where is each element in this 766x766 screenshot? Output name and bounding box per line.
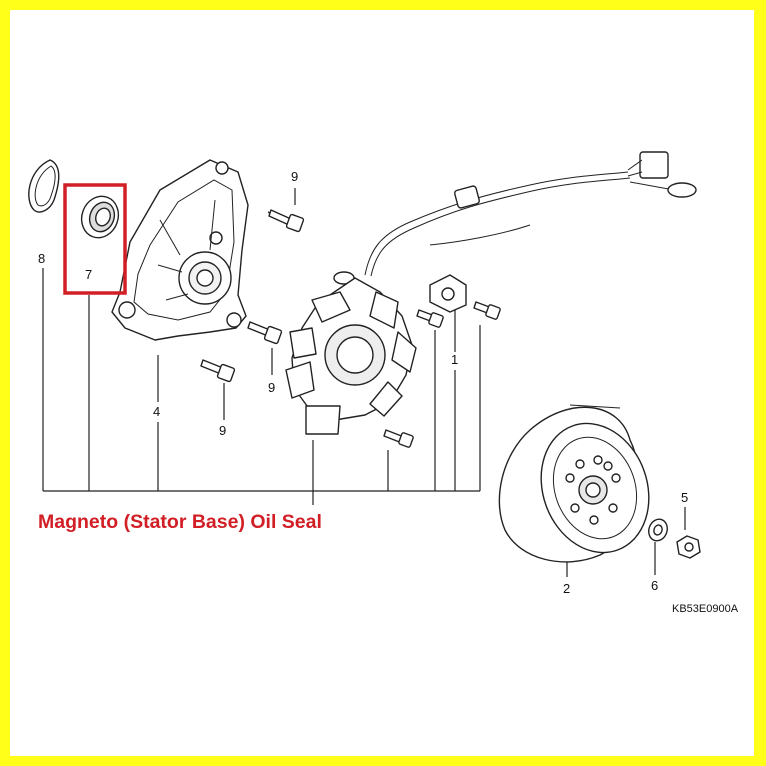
caption-oil-seal: Magneto (Stator Base) Oil Seal [38,511,322,533]
callout-9-top: 9 [291,169,298,184]
screw-right-a [416,309,444,328]
bolt-mid [247,321,283,345]
callout-2: 2 [563,581,570,596]
callout-4: 4 [153,404,160,419]
washer-part-6 [648,518,668,542]
oil-seal-part-7 [80,195,120,239]
callout-8: 8 [38,251,45,266]
nut-part-5 [676,535,701,559]
callout-5: 5 [681,490,688,505]
diagram-code: KB53E0900A [672,603,739,615]
callout-6: 6 [651,578,658,593]
diagram-frame: 8 7 4 9 9 9 1 2 6 5 KB53E0900A Magneto (… [10,10,754,756]
bolt-low [200,359,236,383]
screw-lower [383,429,414,448]
seal-highlight-box [63,183,127,295]
bolts [200,209,501,448]
o-ring-part-8 [28,159,60,213]
stator-base-part-4 [111,159,249,341]
leader-lines [42,188,686,577]
exploded-parts-diagram: 8 7 4 9 9 9 1 2 6 5 KB53E0900A [28,151,739,615]
callout-7: 7 [85,267,92,282]
callout-1: 1 [451,352,458,367]
screw-right-b [473,301,501,320]
bolt-top [267,209,305,233]
callout-numbers: 8 7 4 9 9 9 1 2 6 5 KB53E0900A [38,169,739,615]
callout-9-low: 9 [219,423,226,438]
stator-part-1 [285,151,697,435]
flywheel-part-2 [498,404,650,563]
callout-9-mid: 9 [268,380,275,395]
